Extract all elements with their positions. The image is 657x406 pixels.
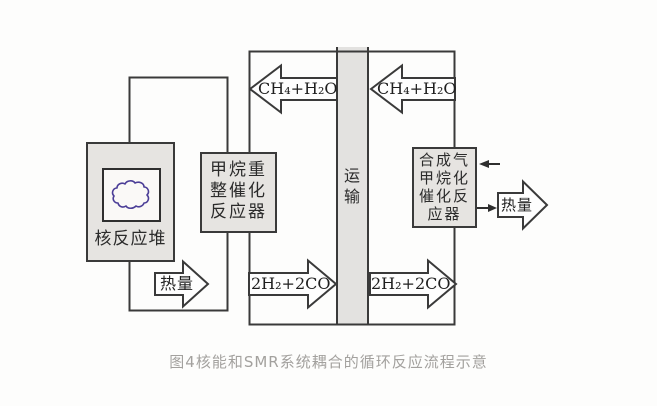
reactor-core-box bbox=[102, 168, 161, 222]
figure-caption: 图4核能和SMR系统耦合的循环反应流程示意 bbox=[169, 353, 488, 371]
reformer-box: 甲烷重 整催化 反应器 bbox=[200, 152, 277, 233]
heat-right-label: 热量 bbox=[500, 196, 533, 214]
syngas-right-label: 2H₂+2CO bbox=[371, 274, 451, 293]
reformer-label-line2: 整催化 bbox=[210, 181, 267, 201]
methanation-label-line3: 催化反 bbox=[418, 187, 470, 205]
methanation-label-line2: 甲烷化 bbox=[418, 169, 470, 187]
methanation-label: 合成气 甲烷化 催化反 应器 bbox=[414, 149, 475, 223]
reactor-top-connector-line bbox=[128, 76, 229, 153]
reformer-label-line1: 甲烷重 bbox=[210, 160, 267, 180]
heat-left-label: 热量 bbox=[159, 274, 194, 293]
methanation-box: 合成气 甲烷化 催化反 应器 bbox=[412, 147, 477, 228]
heat-right-arrow bbox=[497, 179, 549, 231]
transport-band bbox=[337, 47, 368, 325]
cloud-icon bbox=[111, 180, 150, 210]
ch4-h2o-right-arrow bbox=[369, 63, 456, 115]
methanation-label-line1: 合成气 bbox=[418, 151, 470, 169]
syngas-left-label: 2H₂+2CO bbox=[251, 274, 331, 293]
syngas-right-arrow bbox=[369, 258, 458, 310]
reformer-label-line3: 反应器 bbox=[210, 202, 267, 222]
ch4-h2o-left-arrow bbox=[248, 63, 338, 115]
methanation-inlet-arrow bbox=[479, 160, 500, 168]
reformer-label: 甲烷重 整催化 反应器 bbox=[202, 154, 275, 223]
heat-left-arrow bbox=[154, 259, 210, 309]
methanation-heat-out-arrow bbox=[477, 204, 497, 212]
ch4-h2o-left-label: CH₄+H₂O bbox=[258, 79, 338, 98]
syngas-left-arrow bbox=[248, 258, 338, 310]
nuclear-reactor-label: 核反应堆 bbox=[94, 229, 167, 249]
reactor-bottom-connector-line bbox=[128, 232, 229, 312]
transport-label: 运输 bbox=[341, 167, 360, 209]
ch4-h2o-right-label: CH₄+H₂O bbox=[377, 79, 457, 98]
methanation-label-line4: 应器 bbox=[427, 205, 462, 223]
